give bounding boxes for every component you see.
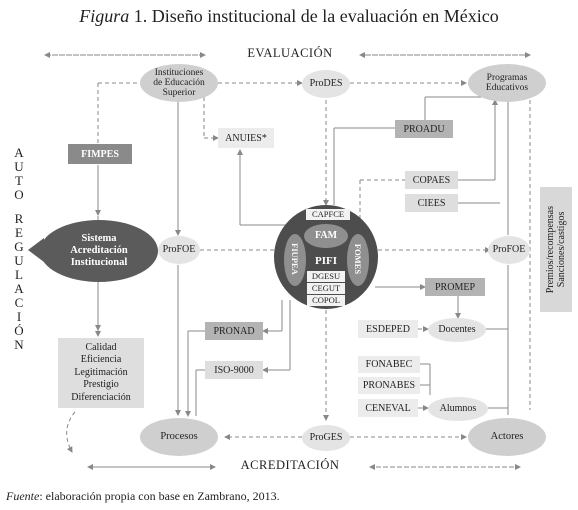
fam-label: FAM [314, 230, 338, 241]
pronad-box: PRONAD [205, 322, 263, 340]
autoregulacion-letter: C [14, 295, 24, 310]
alumnos-node: Alumnos [428, 397, 488, 421]
programas-line: Programas [486, 73, 528, 83]
calidad-box: Calidad Eficiencia Legitimación Prestigi… [58, 338, 144, 408]
autoregulacion-letter: R [14, 211, 24, 226]
autoregulacion-letter: I [16, 309, 22, 324]
dgesu-label: DGESU [307, 271, 345, 282]
autoregulacion-letter: Ó [14, 323, 24, 338]
copaes-box: COPAES [405, 171, 458, 189]
calidad-item: Diferenciación [71, 391, 131, 403]
figure-title-number: 1. [133, 6, 148, 26]
evaluacion-label: EVALUACIÓN [247, 46, 333, 60]
esdeped-box: ESDEPED [358, 320, 418, 338]
calidad-item: Legitimación [74, 366, 128, 378]
source-note: Fuente: elaboración propia con base en Z… [6, 489, 280, 504]
fomes-label: FOMES [353, 243, 363, 275]
acreditacion-label: ACREDITACIÓN [240, 458, 340, 472]
docentes-node: Docentes [428, 318, 486, 342]
calidad-item: Calidad [85, 341, 117, 353]
fiupea-label: FIUPEA [290, 243, 300, 275]
premios-box: Premios/recompensas Sanciones/castigos [540, 187, 572, 312]
ies-line: Superior [162, 88, 196, 98]
sistema-line: Acreditación [70, 245, 128, 256]
autoregulacion-letter: U [14, 253, 24, 268]
proadu-box: PROADU [395, 120, 453, 138]
source-label: Fuente [6, 489, 40, 503]
ciees-box: CIEES [405, 194, 458, 212]
autoregulacion-letter: A [14, 145, 24, 160]
autoregulacion-letter: O [14, 187, 24, 202]
figure-title-prefix: Figura [79, 6, 130, 26]
autoregulacion-letter: G [14, 239, 24, 254]
autoregulacion-letter: A [14, 281, 24, 296]
calidad-item: Prestigio [83, 379, 119, 391]
figure-title-text: Diseño institucional de la evaluación en… [151, 6, 499, 26]
iso-box: ISO-9000 [205, 361, 263, 379]
cegut-label: CEGUT [307, 283, 345, 294]
pronabes-box: PRONABES [358, 377, 420, 394]
autoregulacion-letter: U [14, 159, 24, 174]
ceneval-box: CENEVAL [358, 399, 418, 417]
promep-box: PROMEP [425, 278, 485, 296]
procesos-node: Procesos [140, 418, 218, 456]
figure-title: Figura 1. Diseño institucional de la eva… [0, 6, 578, 27]
prodes-node: ProDES [302, 70, 350, 98]
actores-node: Actores [468, 418, 546, 456]
autoregulacion-letter: L [15, 267, 23, 282]
autoregulacion-letter: E [15, 225, 23, 240]
source-text: : elaboración propia con base en Zambran… [39, 489, 280, 503]
ies-line: de Educación [153, 78, 205, 88]
calidad-item: Eficiencia [80, 354, 122, 366]
fonabec-box: FONABEC [358, 356, 420, 373]
anuies-box: ANUIES* [218, 128, 274, 148]
autoregulacion-letter: N [14, 337, 24, 352]
pifi-label: PIFI [315, 255, 337, 267]
autoregulacion-label: A U T O R E G U L A C I Ó N [12, 146, 26, 352]
programas-line: Educativos [485, 83, 529, 93]
copol-label: COPOL [307, 295, 345, 306]
fimpes-box: FIMPES [68, 144, 132, 164]
profoe-right-node: ProFOE [488, 236, 530, 264]
capfce-label: CAPFCE [306, 209, 350, 220]
profoe-left-node: ProFOE [158, 236, 200, 264]
autoregulacion-letter: T [15, 173, 23, 188]
proges-node: ProGES [302, 425, 350, 451]
sistema-line: Sistema [81, 233, 117, 244]
sistema-line: Institucional [70, 257, 128, 268]
ies-line: Instituciones [154, 68, 204, 78]
